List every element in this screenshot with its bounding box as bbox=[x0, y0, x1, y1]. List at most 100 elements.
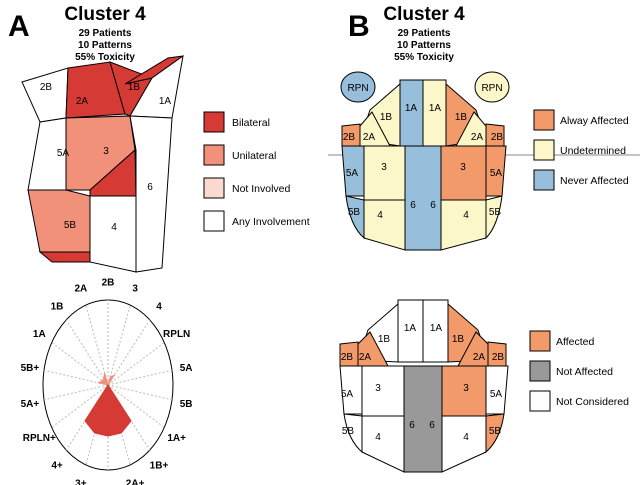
legend-any-involvement-label: Any Involvement bbox=[232, 216, 310, 228]
label-b1-1A-right: 1A bbox=[429, 103, 442, 114]
panel-a-radar-chart: 2B34RPLN5A5B1A+1B+2A+2B+3+4+RPLN+5A+5B+1… bbox=[21, 277, 193, 485]
label-b2-2A-right: 2A bbox=[473, 352, 486, 363]
label-b1-2A-right: 2A bbox=[471, 132, 484, 143]
radar-spoke-label: 1A bbox=[33, 329, 46, 340]
label-b1-6-right: 6 bbox=[430, 200, 436, 211]
legend-not-affected-label: Not Affected bbox=[556, 366, 613, 378]
label-b1-2A-left: 2A bbox=[363, 132, 376, 143]
legend-any-involvement-swatch bbox=[203, 210, 225, 232]
radar-spoke-5B bbox=[107, 384, 173, 401]
rpn-right-node bbox=[474, 71, 510, 103]
label-b2-6-left: 6 bbox=[409, 420, 415, 431]
label-b1-6-left: 6 bbox=[410, 200, 416, 211]
panel-b-stat-patterns: 10 Patterns bbox=[397, 40, 451, 51]
region-b2-4-left bbox=[361, 415, 405, 473]
legend-never-swatch bbox=[533, 169, 555, 191]
label-b2-3-left: 3 bbox=[375, 383, 381, 394]
rpn-right-label: RPN bbox=[481, 83, 502, 94]
label-a-5A: 5A bbox=[57, 148, 70, 159]
radar-spoke-label: 3 bbox=[132, 284, 138, 295]
panel-a-region-labels: 2B 2A 1B 1A 5A 3 6 5B 4 bbox=[40, 82, 172, 233]
legend-never-label: Never Affected bbox=[560, 175, 629, 187]
label-b1-3-left: 3 bbox=[381, 162, 387, 173]
label-b2-1A-left: 1A bbox=[404, 323, 417, 334]
legend-always-label: Alway Affected bbox=[560, 115, 629, 127]
label-b2-6-right: 6 bbox=[429, 420, 435, 431]
region-b1-4-left bbox=[363, 199, 406, 251]
label-b1-4-right: 4 bbox=[463, 210, 469, 221]
label-a-5B: 5B bbox=[64, 220, 77, 231]
radar-spoke-label: 4+ bbox=[51, 460, 63, 471]
region-b2-6 bbox=[403, 365, 443, 473]
radar-series-bilateral bbox=[84, 384, 132, 437]
label-b1-5B-right: 5B bbox=[489, 207, 502, 218]
label-b1-1B-right: 1B bbox=[455, 112, 468, 123]
radar-spoke-label: 2A+ bbox=[126, 478, 145, 485]
region-b2-3-left bbox=[361, 365, 405, 417]
legend-not-involved-swatch bbox=[203, 177, 225, 199]
radar-spoke-label: 2A bbox=[74, 284, 87, 295]
panel-a-stat-patients: 29 Patients bbox=[79, 28, 132, 39]
legend-not-considered-label: Not Considered bbox=[556, 396, 629, 408]
legend-not-involved-label: Not Involved bbox=[232, 183, 291, 195]
region-a-4 bbox=[89, 195, 137, 273]
panel-b-title: Cluster 4 bbox=[383, 4, 465, 25]
radar-spoke-4 bbox=[107, 319, 151, 386]
label-b2-4-right: 4 bbox=[463, 432, 469, 443]
label-b2-2B-left: 2B bbox=[341, 352, 354, 363]
legend-bilateral-swatch bbox=[203, 111, 225, 133]
label-a-2A: 2A bbox=[76, 96, 89, 107]
label-b2-3-right: 3 bbox=[463, 383, 469, 394]
radar-spoke-1B bbox=[65, 319, 109, 386]
label-b1-5B-left: 5B bbox=[348, 207, 361, 218]
panel-a-stat-patterns: 10 Patterns bbox=[78, 40, 132, 51]
label-b2-2A-left: 2A bbox=[359, 352, 372, 363]
region-b1-4-right bbox=[440, 199, 487, 251]
panel-b-stat-toxicity: 55% Toxicity bbox=[394, 52, 454, 63]
label-b2-4-left: 4 bbox=[375, 432, 381, 443]
legend-always-swatch bbox=[533, 109, 555, 131]
label-b1-1A-left: 1A bbox=[405, 103, 418, 114]
label-b2-5A-left: 5A bbox=[341, 389, 354, 400]
legend-not-affected-swatch bbox=[529, 360, 551, 382]
panel-b-upper-labels: 1A 1A 1B 1B 2A 2A 2B 2B 5A 5A 3 3 6 6 5B… bbox=[343, 103, 504, 221]
legend-affected-swatch bbox=[529, 330, 551, 352]
region-b2-4-right bbox=[441, 415, 487, 473]
legend-bilateral-label: Bilateral bbox=[232, 117, 270, 129]
region-a-5B-dark bbox=[38, 251, 91, 263]
label-b2-5B-right: 5B bbox=[489, 426, 502, 437]
legend-undetermined-swatch bbox=[533, 139, 555, 161]
region-b1-3-right bbox=[440, 145, 487, 201]
region-b1-6 bbox=[404, 145, 442, 251]
radar-spoke-label: 1B bbox=[51, 302, 64, 313]
label-b1-5A-right: 5A bbox=[490, 168, 503, 179]
panel-a-letter: A bbox=[8, 10, 30, 43]
radar-spoke-label: 5A bbox=[180, 363, 193, 374]
label-b2-2B-right: 2B bbox=[492, 352, 505, 363]
label-a-2B: 2B bbox=[40, 82, 53, 93]
panel-b-lower-labels: 1A 1A 1B 1B 2A 2A 2B 2B 5A 5A 3 3 6 6 5B… bbox=[341, 323, 505, 443]
panel-b-lower-neck-diagram bbox=[339, 299, 509, 473]
panel-b-top-legend: Alway Affected Undetermined Never Affect… bbox=[533, 109, 629, 191]
label-b1-5A-left: 5A bbox=[346, 168, 359, 179]
legend-not-considered-swatch bbox=[529, 390, 551, 412]
radar-spoke-5B+ bbox=[43, 369, 109, 386]
radar-spoke-label: 5B bbox=[180, 399, 193, 410]
label-b1-4-left: 4 bbox=[377, 210, 383, 221]
radar-spoke-label: 2B bbox=[102, 277, 115, 288]
legend-unilateral-swatch bbox=[203, 144, 225, 166]
region-a-5B bbox=[27, 189, 91, 259]
label-b1-2B-left: 2B bbox=[343, 132, 356, 143]
radar-spoke-3 bbox=[107, 304, 131, 386]
radar-spoke-label: 5A+ bbox=[21, 399, 40, 410]
panel-b-bottom-legend: Affected Not Affected Not Considered bbox=[529, 330, 629, 412]
radar-spoke-5A+ bbox=[43, 384, 109, 401]
label-b2-5B-left: 5B bbox=[342, 426, 355, 437]
rpn-left-node bbox=[340, 71, 376, 103]
panel-a-neck-diagram bbox=[21, 54, 184, 273]
label-a-6: 6 bbox=[147, 182, 153, 193]
panel-a-title: Cluster 4 bbox=[64, 4, 146, 25]
radar-spoke-label: 5B+ bbox=[21, 363, 40, 374]
panel-a-stat-toxicity: 55% Toxicity bbox=[75, 52, 135, 63]
radar-spoke-label: 3+ bbox=[75, 478, 87, 485]
